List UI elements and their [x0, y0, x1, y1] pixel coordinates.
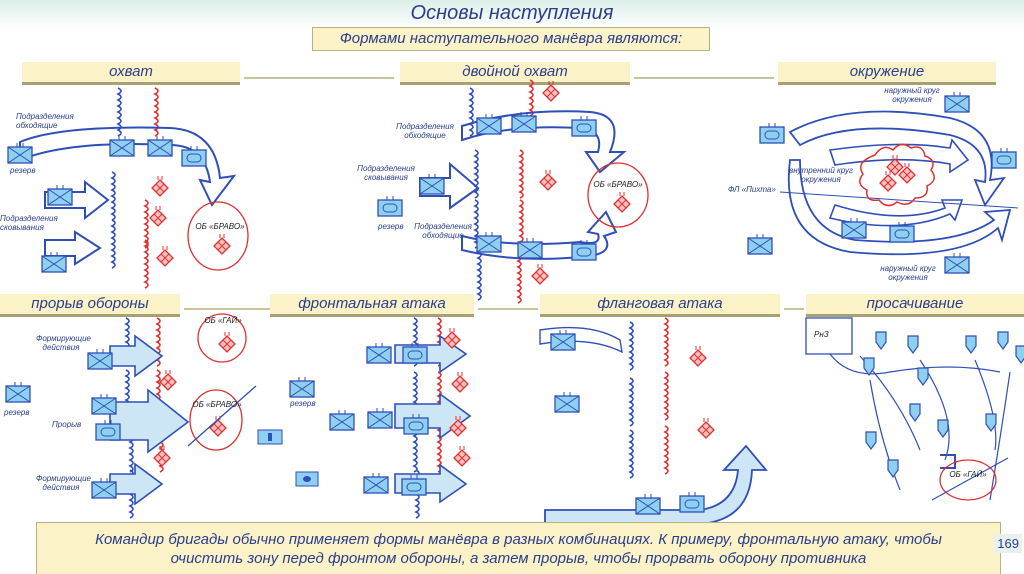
label-outer-ring-2: наружный круг окружения	[880, 264, 936, 282]
header-divider	[634, 77, 774, 79]
label-podr-skov-1: Подразделения сковывания	[0, 214, 58, 232]
frontal-diagram	[257, 317, 472, 519]
label-ob-bravo-1: ОБ «БРАВО»	[195, 222, 245, 231]
label-ob-bravo-2: ОБ «БРАВО»	[593, 180, 643, 189]
label-ob-gai-1: ОБ «ГАЙ»	[204, 316, 242, 325]
label-podr-obkhod-1: Подразделения обходящие	[16, 112, 74, 130]
proryv-diagram	[5, 313, 257, 519]
label-podr-obkhod-2: Подразделения обходящие	[396, 122, 454, 140]
label-podr-skov-2: Подразделения сковывания	[357, 164, 415, 182]
label-proryv: Прорыв	[52, 420, 82, 429]
header-divider	[478, 308, 538, 310]
label-podr-obkhod-3: Подразделения обходящие	[414, 222, 472, 240]
conclusion-line-1: Командир бригады обычно применяет формы …	[95, 531, 942, 548]
label-ob-gai-2: ОБ «ГАЙ»	[949, 470, 987, 479]
header-proryv: прорыв обороны	[0, 294, 180, 317]
conclusion-line-2: очистить зону перед фронтом обороны, а з…	[170, 550, 867, 567]
header-flank: фланговая атака	[540, 294, 780, 317]
label-outer-ring-1: наружный круг окружения	[884, 86, 940, 104]
conclusion-banner: Командир бригады обычно применяет формы …	[36, 522, 1001, 574]
double-okhvat-diagram	[377, 79, 649, 304]
label-form-deist-2: Формирующие действия	[36, 474, 92, 492]
okhvat-diagram	[7, 87, 249, 289]
okruzhenie-diagram	[747, 91, 1019, 274]
header-okruzhenie: окружение	[778, 62, 996, 85]
page-number: 169	[994, 534, 1022, 553]
header-infiltration: просачивание	[806, 294, 1024, 317]
label-rezerv-1: резерв	[10, 166, 36, 175]
flank-diagram	[539, 317, 768, 525]
header-divider	[244, 77, 394, 79]
header-frontal: фронтальная атака	[270, 294, 474, 317]
subtitle-banner: Формами наступательного манёвра являются…	[312, 27, 710, 51]
label-rnz: РнЗ	[814, 330, 829, 339]
header-divider	[784, 308, 804, 310]
header-divider	[184, 308, 270, 310]
label-rezerv-4: резерв	[290, 399, 316, 408]
label-rezerv-3: резерв	[4, 408, 30, 417]
label-fl-pikhta: ФЛ «Пихта»	[728, 185, 776, 194]
label-inner-ring: внутренний круг окружения	[789, 166, 853, 184]
infiltration-diagram	[805, 317, 1024, 501]
header-okhvat: охват	[22, 62, 240, 85]
header-double-okhvat: двойной охват	[400, 62, 630, 85]
label-form-deist-1: Формирующие действия	[36, 334, 92, 352]
label-rezerv-2: резерв	[378, 222, 404, 231]
page-title: Основы наступления	[410, 2, 614, 24]
label-ob-bravo-3: ОБ «БРАВО»	[192, 400, 242, 409]
title-band	[0, 0, 1024, 30]
